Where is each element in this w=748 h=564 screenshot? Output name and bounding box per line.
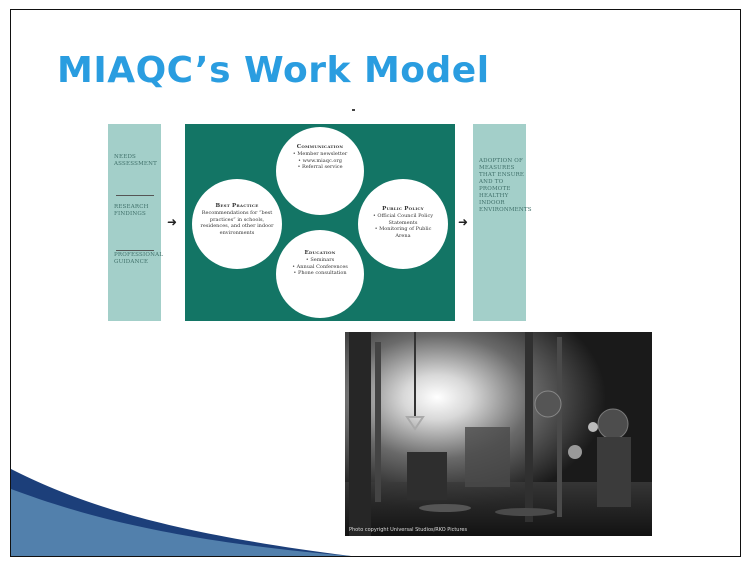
small-tick-mark xyxy=(352,109,355,111)
public-policy-item: • Monitoring of Public Arena xyxy=(374,226,432,239)
education-item: • Annual Conferences xyxy=(292,263,348,270)
slide: MIAQC’s Work Model Needs Assessment Rese… xyxy=(10,9,741,557)
professional-guidance-label: Professional Guidance xyxy=(114,252,164,265)
photo-credit: Photo copyright Universal Studios/RKO Pi… xyxy=(349,527,468,533)
communication-item: • Referral service xyxy=(297,164,343,170)
laboratory-photo: Photo copyright Universal Studios/RKO Pi… xyxy=(345,332,652,536)
public-policy-title: Public Policy xyxy=(382,206,424,212)
slide-title: MIAQC’s Work Model xyxy=(57,50,490,91)
work-model-panel: Communication • Member newsletter • www.… xyxy=(185,124,455,321)
best-practice-text: Recommendations for “best practices” in … xyxy=(200,210,274,236)
arrow-right-icon: ➜ xyxy=(458,215,469,229)
public-policy-item: • Official Council Policy Statements xyxy=(372,213,434,226)
divider-2 xyxy=(116,250,154,251)
communication-item: • www.miaqc.org xyxy=(298,157,342,164)
corner-swoosh-decoration xyxy=(11,469,351,556)
education-title: Education xyxy=(304,250,336,256)
communication-item: • Member newsletter xyxy=(292,151,348,157)
laboratory-photo-image xyxy=(345,332,652,536)
divider-1 xyxy=(116,195,154,196)
best-practice-circle: Best Practice Recommendations for “best … xyxy=(192,179,282,269)
arrow-right-icon: ➜ xyxy=(167,215,178,229)
education-item: • Phone consultation xyxy=(293,270,347,276)
best-practice-title: Best Practice xyxy=(215,203,259,209)
outcome-column: Adoption of measures that ensure and to … xyxy=(473,124,532,321)
communication-circle: Communication • Member newsletter • www.… xyxy=(276,127,364,215)
needs-assessment-label: Needs Assessment xyxy=(114,154,157,167)
education-item: • Seminars xyxy=(305,257,335,263)
communication-title: Communication xyxy=(296,144,344,150)
public-policy-circle: Public Policy • Official Council Policy … xyxy=(358,179,448,269)
research-findings-label: Research Findings xyxy=(114,204,149,217)
outcome-label: Adoption of measures that ensure and to … xyxy=(479,158,532,213)
education-circle: Education • Seminars • Annual Conference… xyxy=(276,230,364,318)
inputs-column: Needs Assessment Research Findings Profe… xyxy=(108,124,164,321)
